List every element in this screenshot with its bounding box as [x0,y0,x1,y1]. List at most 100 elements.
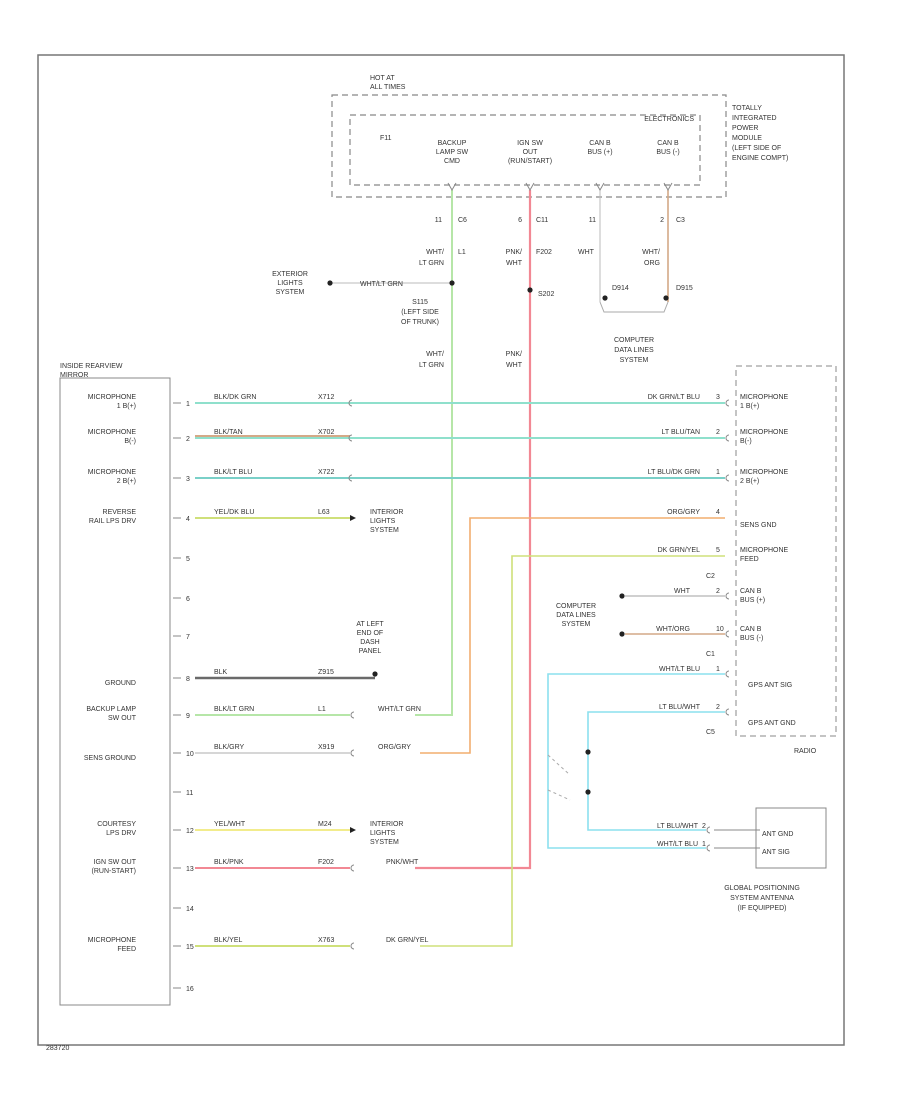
top-wire-4-conn: C3 [676,217,685,224]
interior-lights-1-label-line-1: LIGHTS [370,518,396,525]
mirror-pin-label-8-line-1: SW OUT [108,715,137,722]
tipm-module-label-line-4: (LEFT SIDE OF [732,145,781,152]
radio-box [735,365,837,737]
mirror-pin-label-11-line-0: COURTESY [97,821,136,828]
ground-location-label-line-0: AT LEFT [356,621,384,628]
mirror-box [59,377,171,1006]
computer-mid-label-line-1: DATA LINES [556,612,596,619]
tipm-pin-connector-0 [447,182,457,192]
top-wire-3-color: WHT [578,249,595,256]
tipm-hot-label-line-1: ALL TIMES [370,84,406,91]
antenna-connector-1 [706,844,711,852]
wire-mic1-left-color: BLK/DK GRN [214,394,256,401]
s115-label-line-1: (LEFT SIDE [401,309,439,316]
dot-d915 [663,295,669,301]
wire-mic-neg-radio-connector [725,434,730,442]
wire-mic1-connector [348,399,353,407]
wire-mic2-left-color: BLK/LT BLU [214,469,252,476]
mirror-pin-label-1-line-0: MICROPHONE [88,429,137,436]
wire-ground-color: BLK [214,669,228,676]
wire-mic2-circuit: X722 [318,469,334,476]
top-wire-2-color-line-0: PNK/ [506,249,522,256]
antenna-label-1: ANT SIG [762,849,790,856]
wire-mic-neg-circuit: X702 [318,429,334,436]
tipm-pin-connector-2 [595,182,605,192]
tipm-electronics-label: ELECTRONICS [644,116,694,123]
dot-ext-lights [327,280,333,286]
antenna-wire-color-1: WHT/LT BLU [657,841,698,848]
mirror-pin-label-11-line-1: LPS DRV [106,830,136,837]
mirror-pin-num-4: 5 [186,556,190,563]
computer-mid-label-line-2: SYSTEM [562,621,591,628]
wire-gps-sig [547,673,725,849]
top-wire-1-color-line-0: WHT/ [426,249,444,256]
computer-top-label-line-2: SYSTEM [620,357,649,364]
mirror-pin-num-15: 16 [186,986,194,993]
d914-label: D914 [612,285,629,292]
wire-reverse-circuit: L63 [318,509,330,516]
wire-gps-color-1: LT BLU/WHT [659,704,701,711]
tipm-module-label-line-1: INTEGRATED [732,115,777,122]
antenna-label-0: ANT GND [762,831,793,838]
mirror-pin-label-14-line-1: FEED [117,946,136,953]
wire-mic-neg-right-color: LT BLU/TAN [661,429,700,436]
wire-mic-neg-right-pin: 2 [716,429,720,436]
mirror-pin-num-2: 3 [186,476,190,483]
interior-lights-1-label-line-2: SYSTEM [370,527,399,534]
mirror-pin-num-7: 8 [186,676,190,683]
wire-feed-green [420,555,725,947]
exterior-lights-label-line-2: SYSTEM [276,289,305,296]
wire-ign-right-color: PNK/WHT [386,859,419,866]
tipm-pin-connector-1 [525,182,535,192]
radio-pin-label-0-line-1: 1 B(+) [740,403,759,410]
radio-c2-label: C2 [706,573,715,580]
radio-pin-label-2-line-1: 2 B(+) [740,478,759,485]
radio-pin-label-1-line-0: MICROPHONE [740,429,789,436]
top-wire-1-conn: C6 [458,217,467,224]
interior-lights-1-label-line-0: INTERIOR [370,509,403,516]
mid-right-wire-label-line-1: WHT [506,362,523,369]
radio-gps-label-0: GPS ANT SIG [748,682,792,689]
wire-micfeed-connector [350,942,355,950]
footer-code: 283720 [46,1045,69,1052]
top-wire-2-pin: 6 [518,217,522,224]
interior-lights-2-label-line-1: LIGHTS [370,830,396,837]
mid-left-wire-label-line-0: WHT/ [426,351,444,358]
wire-gps-connector-1 [725,708,730,716]
computer-top-label-line-1: DATA LINES [614,347,654,354]
top-wire-1-circuit: L1 [458,249,466,256]
wire-backup-right-color: WHT/LT GRN [378,706,421,713]
wire-gps-pin-0: 1 [716,666,720,673]
wire-mic2-radio-connector [725,474,730,482]
tipm-module-label-line-2: POWER [732,125,758,132]
top-wire-1-color-line-1: LT GRN [419,260,444,267]
radio-c1-label: C1 [706,651,715,658]
wire-ground-circuit: Z915 [318,669,334,676]
mirror-pin-num-3: 4 [186,516,190,523]
wire-ign-connector [350,864,355,872]
wire-feed-right-color: DK GRN/YEL [658,547,701,554]
wire-backup-tipm [415,190,453,716]
dot-gps-gnd-splice [585,749,591,755]
tipm-pin-label-1-line-1: OUT [523,149,539,156]
radio-can-label-0-line-0: CAN B [740,588,762,595]
mirror-pin-num-9: 10 [186,751,194,758]
mirror-pin-num-6: 7 [186,634,190,641]
top-wire-4-pin: 2 [660,217,664,224]
wire-ign-circuit: F202 [318,859,334,866]
tipm-hot-label-line-0: HOT AT [370,75,395,82]
mirror-pin-num-14: 15 [186,944,194,951]
top-wire-3-pin: 11 [589,217,596,224]
mirror-pin-label-3-line-1: RAIL LPS DRV [89,518,136,525]
wire-mic1-right-color: DK GRN/LT BLU [648,394,700,401]
wire-sensgnd-connector [350,749,355,757]
diagram-border [37,54,845,1046]
radio-can-label-1-line-1: BUS (-) [740,635,763,642]
tipm-pin-label-3-line-0: CAN B [657,140,679,147]
exterior-lights-label-line-1: LIGHTS [277,280,303,287]
d915-label: D915 [676,285,693,292]
tipm-pin-label-1-line-0: IGN SW [517,140,543,147]
ground-location-label-line-2: DASH [360,639,379,646]
top-wire-1-pin: 11 [435,217,442,224]
